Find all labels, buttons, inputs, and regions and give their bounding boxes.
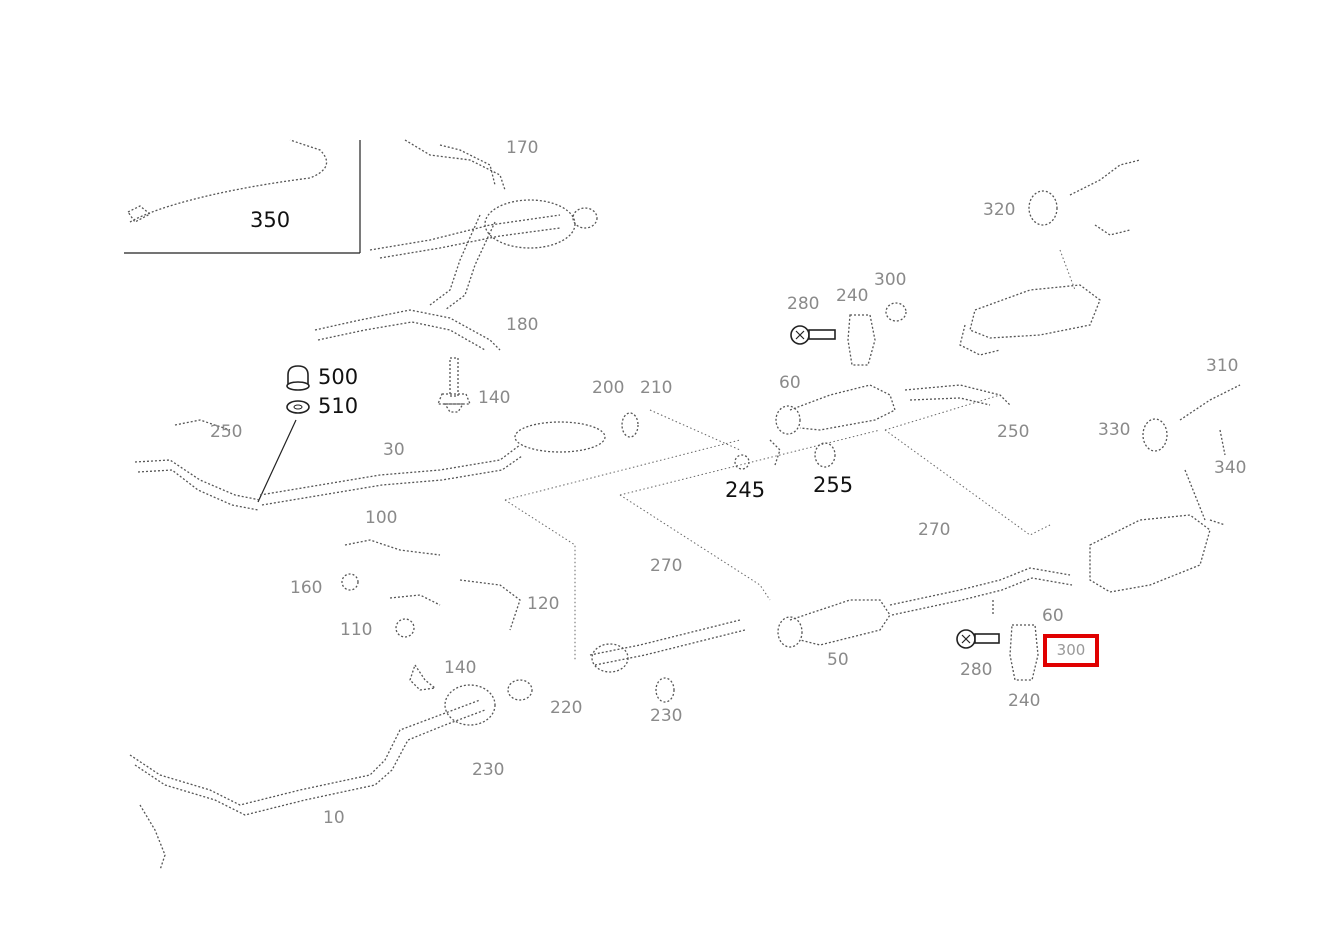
- label-110: 110: [340, 620, 373, 640]
- label-200-210: 200: [592, 378, 625, 398]
- label-270: 270: [650, 556, 683, 576]
- center-muffler-50: [589, 567, 1073, 703]
- bolt-140-upper: [437, 357, 471, 413]
- label-250-right: 250: [997, 422, 1030, 442]
- center-pipe-60: [769, 384, 1011, 468]
- label-255: 255: [813, 473, 854, 497]
- front-pipe-30: [134, 412, 639, 511]
- label-10: 10: [323, 808, 345, 828]
- label-180: 180: [506, 315, 539, 335]
- catalytic-converter-upper: [959, 159, 1141, 356]
- label-280-upper: 280: [787, 294, 820, 314]
- plug-500-washer-510: [257, 365, 310, 503]
- highlighted-part-300[interactable]: 300: [1043, 634, 1099, 667]
- inset-detail-frame: [124, 139, 361, 254]
- bolt-280-upper: [790, 302, 907, 366]
- label-270-right: 270: [918, 520, 951, 540]
- label-220: 220: [550, 698, 583, 718]
- highlighted-part-label: 300: [1056, 641, 1086, 659]
- label-50: 50: [827, 650, 849, 670]
- small-parts-cluster: [341, 539, 521, 691]
- label-320: 320: [983, 200, 1016, 220]
- bolt-280-lower: [956, 600, 1039, 681]
- clamp-245: [734, 454, 750, 470]
- catalytic-converter-lower: [1089, 384, 1241, 593]
- front-pipe-assembly: [314, 139, 598, 351]
- label-350: 350: [250, 208, 291, 232]
- label-60-right: 60: [1042, 606, 1064, 626]
- label-140-upper: 140: [478, 388, 511, 408]
- label-510: 510: [318, 394, 359, 418]
- label-310: 310: [1206, 356, 1239, 376]
- label-30: 30: [383, 440, 405, 460]
- lower-pipe-10: [129, 679, 533, 871]
- label-160: 160: [290, 578, 323, 598]
- label-330: 330: [1098, 420, 1131, 440]
- label-210: 210: [640, 378, 673, 398]
- label-170: 170: [506, 138, 539, 158]
- label-140-lower: 140: [444, 658, 477, 678]
- label-60: 60: [779, 373, 801, 393]
- label-250-left: 250: [210, 422, 243, 442]
- label-230-lower: 230: [472, 760, 505, 780]
- label-240-upper: 240: [836, 286, 869, 306]
- label-500: 500: [318, 365, 359, 389]
- label-100: 100: [365, 508, 398, 528]
- label-280-lower: 280: [960, 660, 993, 680]
- label-245: 245: [725, 478, 766, 502]
- label-340: 340: [1214, 458, 1247, 478]
- label-230-center: 230: [650, 706, 683, 726]
- label-240-lower: 240: [1008, 691, 1041, 711]
- label-120: 120: [527, 594, 560, 614]
- assembly-guide-lines: [504, 249, 1076, 660]
- label-300-upper: 300: [874, 270, 907, 290]
